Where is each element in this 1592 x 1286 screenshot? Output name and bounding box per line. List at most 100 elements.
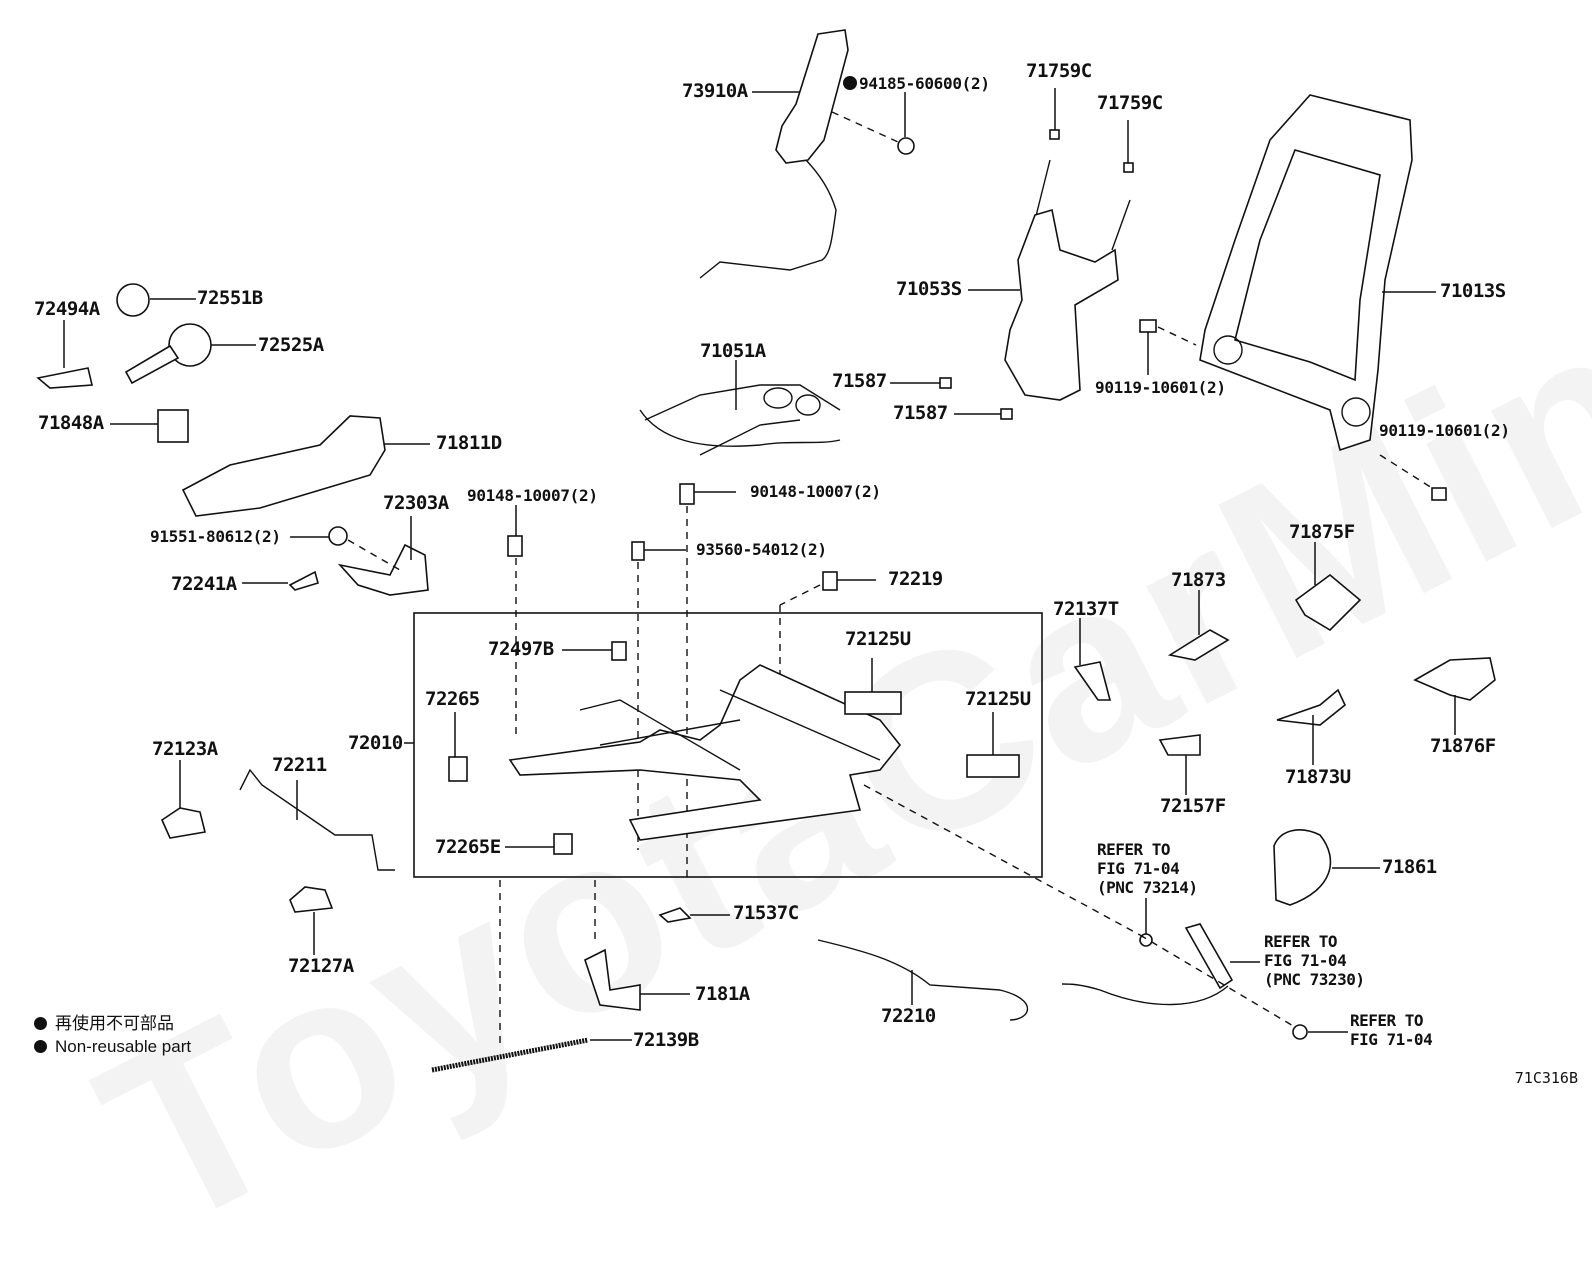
label-71861[interactable]: 71861 [1382, 856, 1437, 878]
part-71873U-cover [1276, 688, 1346, 726]
label-90119-10601-a[interactable]: 90119-10601(2) [1095, 378, 1226, 397]
part-71873-cover [1167, 629, 1230, 661]
figure-code: 71C316B [1514, 1069, 1578, 1087]
part-90119-bolt-a [1139, 319, 1197, 375]
part-71848A-bracket [157, 409, 189, 443]
refer-note-pnc-73230[interactable]: REFER TO FIG 71-04 (PNC 73230) [1264, 932, 1365, 989]
label-72157F[interactable]: 72157F [1160, 795, 1226, 817]
part-71537C-clip [658, 907, 692, 923]
label-71537C[interactable]: 71537C [733, 902, 799, 924]
part-72497B-clip [611, 641, 627, 661]
seat-adjuster-assembly-box [413, 612, 1043, 878]
label-71051A[interactable]: 71051A [700, 340, 766, 362]
part-73910A-airbag [699, 29, 849, 279]
legend-text-japanese: 再使用不可部品 [55, 1014, 174, 1033]
label-94185-60600[interactable]: 94185-60600(2) [843, 76, 990, 92]
non-reusable-marker-icon [34, 1040, 47, 1053]
legend: 再使用不可部品 Non-reusable part [34, 1012, 191, 1058]
label-7181A[interactable]: 7181A [695, 983, 750, 1005]
parts-diagram: ToyotaCarMine.ru [34, 29, 1592, 1282]
label-71053S[interactable]: 71053S [896, 278, 962, 300]
refer-note-pnc-73214[interactable]: REFER TO FIG 71-04 (PNC 73214) [1097, 840, 1198, 897]
part-72303A-bracket [337, 516, 429, 596]
part-71759C-a [1049, 129, 1060, 140]
label-71587-a[interactable]: 71587 [832, 370, 887, 392]
refer-note-fig-71-04[interactable]: REFER TO FIG 71-04 [1350, 1011, 1433, 1049]
label-90148-10007-b[interactable]: 90148-10007(2) [750, 482, 881, 501]
part-91551-screw [328, 526, 348, 546]
label-72210[interactable]: 72210 [881, 1005, 936, 1027]
part-71875F-cover [1294, 573, 1362, 632]
label-90148-10007-a[interactable]: 90148-10007(2) [467, 486, 598, 505]
label-73910A[interactable]: 73910A [682, 80, 748, 102]
part-72125U-b [966, 754, 1020, 778]
label-72497B[interactable]: 72497B [488, 638, 554, 660]
label-72125U-b[interactable]: 72125U [965, 688, 1031, 710]
part-72123A-cover [160, 807, 206, 839]
label-93560-54012[interactable]: 93560-54012(2) [696, 540, 827, 559]
part-72157F-switch [1158, 734, 1201, 756]
label-72525A[interactable]: 72525A [258, 334, 324, 356]
label-72265[interactable]: 72265 [425, 688, 480, 710]
part-72525A-knob [124, 323, 256, 385]
label-72494A[interactable]: 72494A [34, 298, 100, 320]
part-7181A-bracket [584, 948, 641, 1011]
label-71876F[interactable]: 71876F [1430, 735, 1496, 757]
part-72219-clip [822, 571, 838, 591]
part-72137T-bracket [1073, 661, 1112, 701]
legend-row-english: Non-reusable part [34, 1035, 191, 1058]
part-72265E-clip [553, 833, 573, 855]
part-90148-screw-a [507, 535, 523, 557]
label-72123A[interactable]: 72123A [152, 738, 218, 760]
label-72219[interactable]: 72219 [888, 568, 943, 590]
diagram-drawing [36, 29, 1496, 1073]
part-72125U-a [844, 691, 902, 715]
label-72551B[interactable]: 72551B [197, 287, 263, 309]
label-71848A[interactable]: 71848A [38, 412, 104, 434]
label-72139B[interactable]: 72139B [633, 1029, 699, 1051]
non-reusable-marker-icon [34, 1017, 47, 1030]
label-72137T[interactable]: 72137T [1053, 598, 1119, 620]
refer-73230-buckle [1184, 923, 1234, 990]
label-71013S[interactable]: 71013S [1440, 280, 1506, 302]
label-72010[interactable]: 72010 [348, 732, 403, 754]
label-71873U[interactable]: 71873U [1285, 766, 1351, 788]
part-90148-screw-b [679, 483, 695, 505]
part-72265-clip [448, 756, 468, 782]
label-72127A[interactable]: 72127A [288, 955, 354, 977]
label-71811D[interactable]: 71811D [436, 432, 502, 454]
label-90119-10601-b[interactable]: 90119-10601(2) [1379, 421, 1510, 440]
part-71876F-cover [1413, 657, 1496, 701]
part-93560-screw [631, 541, 645, 561]
label-72211[interactable]: 72211 [272, 754, 327, 776]
label-94185-text: 94185-60600(2) [859, 74, 990, 93]
legend-row-japanese: 再使用不可部品 [34, 1012, 191, 1035]
label-91551-80612[interactable]: 91551-80612(2) [150, 527, 281, 546]
label-72303A[interactable]: 72303A [383, 492, 449, 514]
part-71053S-bracket [968, 159, 1131, 401]
non-reusable-marker-icon [843, 76, 857, 90]
label-71873[interactable]: 71873 [1171, 569, 1226, 591]
label-72125U-a[interactable]: 72125U [845, 628, 911, 650]
part-94185-nut [897, 137, 915, 155]
part-71587-b [1000, 408, 1013, 420]
part-71587-a [939, 377, 952, 389]
refer-fig71-04-nut [1292, 1024, 1308, 1040]
part-72127A-cover [289, 886, 334, 913]
label-71587-b[interactable]: 71587 [893, 402, 948, 424]
part-71013S-frame [1199, 94, 1436, 452]
label-72265E[interactable]: 72265E [435, 836, 501, 858]
label-72241A[interactable]: 72241A [171, 573, 237, 595]
part-72211-rod [239, 768, 395, 871]
part-71861-cover [1273, 829, 1332, 906]
part-72551B-knob [116, 283, 150, 317]
part-71051A-wire [639, 360, 841, 456]
part-72139B-spring [431, 1037, 589, 1073]
part-90119-bolt-b [1379, 454, 1447, 501]
part-72210-cable [817, 939, 1029, 1021]
part-71811D-shield [181, 415, 430, 517]
label-71759C-b[interactable]: 71759C [1097, 92, 1163, 114]
part-72494A-cover [36, 367, 93, 389]
label-71759C-a[interactable]: 71759C [1026, 60, 1092, 82]
label-71875F[interactable]: 71875F [1289, 521, 1355, 543]
